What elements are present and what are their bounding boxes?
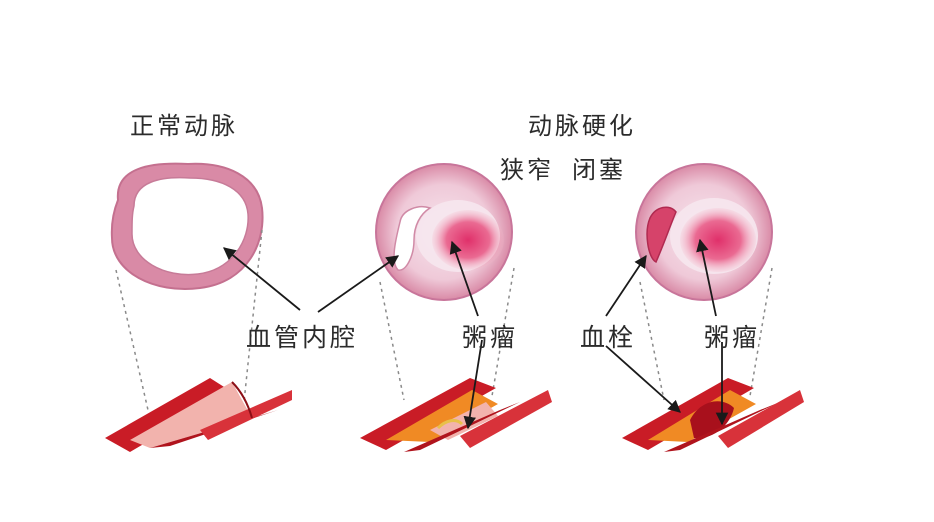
normal-artery-longitudinal xyxy=(105,378,292,452)
label-atheroma-occlusion: 粥瘤 xyxy=(704,323,761,352)
label-normal-artery: 正常动脉 xyxy=(130,112,238,140)
label-atherosclerosis: 动脉硬化 xyxy=(528,112,636,140)
narrowing-longitudinal xyxy=(360,378,552,452)
occlusion-projection-lines xyxy=(639,267,773,401)
occlusion-atheroma-core xyxy=(680,208,756,272)
label-thrombus: 血栓 xyxy=(580,323,637,352)
occlusion-thrombus xyxy=(646,206,677,264)
narrowing-atheroma-core xyxy=(432,210,504,270)
normal-artery-cross-section xyxy=(110,162,264,290)
label-vessel-lumen: 血管内腔 xyxy=(246,323,359,352)
occlusion-longitudinal xyxy=(622,378,804,452)
label-atheroma-narrowing: 粥瘤 xyxy=(462,323,519,352)
narrowing-projection-lines xyxy=(379,267,515,401)
pointer-arrows xyxy=(223,238,729,430)
occlusion-longitudinal-thrombus xyxy=(690,401,734,439)
occlusion-cross-section xyxy=(635,163,773,301)
normal-artery-projection-lines xyxy=(115,229,263,411)
label-occlusion: 闭塞 xyxy=(572,156,626,184)
narrowing-cross-section xyxy=(375,163,513,301)
label-narrowing: 狭窄 xyxy=(500,156,554,184)
